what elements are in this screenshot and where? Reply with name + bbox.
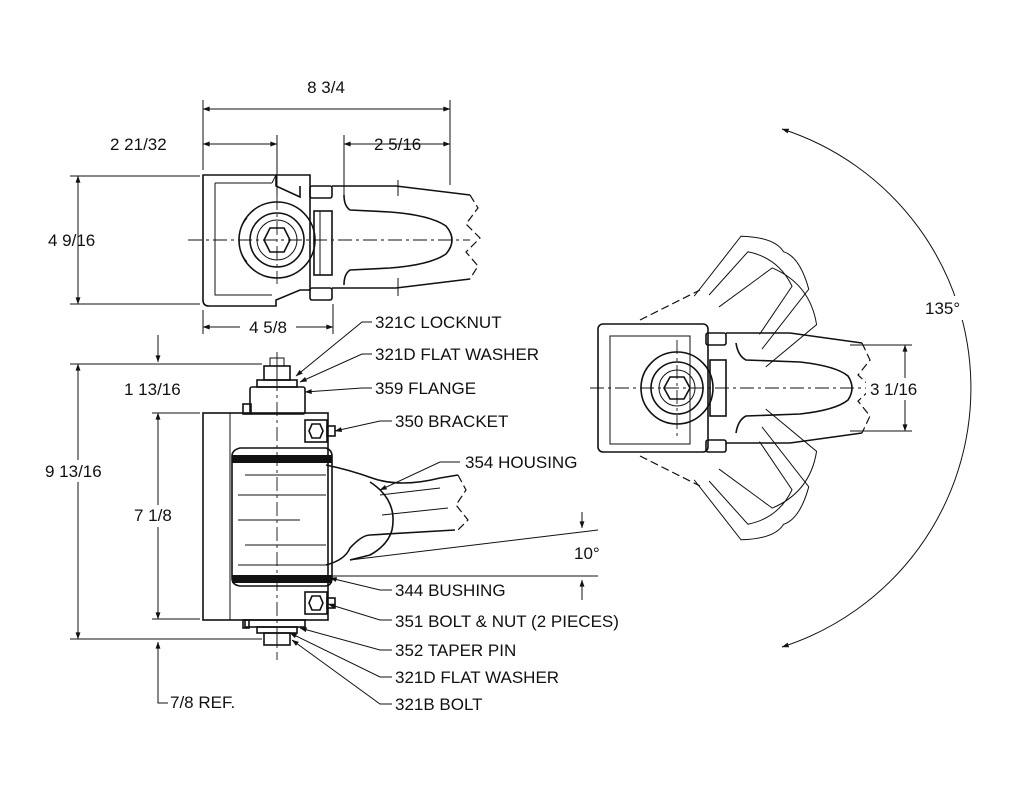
callout-bushing: 344 BUSHING [395, 581, 506, 600]
dim-width: 4 9/16 [48, 231, 95, 250]
callout-bolt-nut: 351 BOLT & NUT (2 PIECES) [395, 612, 619, 631]
top-view-hinge-bottom [309, 287, 333, 301]
swing-view-housing [726, 332, 863, 444]
callout-flange: 359 FLANGE [375, 379, 476, 398]
top-view-bracket [202, 174, 311, 307]
callout-taper-pin: 352 TAPER PIN [395, 641, 516, 660]
dim-left-offset: 2 21/32 [110, 135, 167, 154]
side-view: 10° 9 13/16 7 1/8 1 13/16 7/8 REF. [42, 313, 619, 714]
dim-bottom-ref: 7/8 REF. [170, 693, 235, 712]
side-view-flange [249, 386, 306, 415]
dim-housing-width: 3 1/16 [870, 380, 917, 399]
top-view: 8 3/4 2 21/32 2 5/16 4 9/16 4 5/8 [48, 78, 481, 337]
callout-locknut: 321C LOCKNUT [375, 313, 502, 332]
callout-housing: 354 HOUSING [465, 453, 577, 472]
top-view-hinge-top [309, 185, 333, 199]
dim-angle-tilt: 10° [574, 544, 600, 563]
dim-bracket-height: 7 1/8 [134, 506, 172, 525]
dim-overall-height: 9 13/16 [45, 462, 102, 481]
swing-angle-arc [781, 128, 972, 648]
swing-view: 3 1/16 135° [590, 128, 972, 648]
callout-leaders [289, 321, 460, 705]
callout-bracket: 350 BRACKET [395, 412, 508, 431]
side-view-housing [325, 464, 459, 484]
dim-overall-length: 8 3/4 [307, 78, 345, 97]
side-view-bracket [202, 412, 329, 621]
bushing-band-top [232, 455, 332, 463]
dim-right-offset: 2 5/16 [374, 135, 421, 154]
callout-bolt: 321B BOLT [395, 695, 483, 714]
callout-flat-washer-bottom: 321D FLAT WASHER [395, 668, 559, 687]
side-view-bolt-head-bottom [304, 591, 336, 615]
side-view-bolt-head-top [304, 419, 336, 443]
dim-top-offset: 1 13/16 [124, 380, 181, 399]
dim-angle-swing: 135° [925, 299, 960, 318]
dim-base-width: 4 5/8 [249, 318, 287, 337]
top-view-housing [332, 185, 471, 289]
bushing-band-bottom [232, 575, 332, 583]
callout-flat-washer-top: 321D FLAT WASHER [375, 345, 539, 364]
